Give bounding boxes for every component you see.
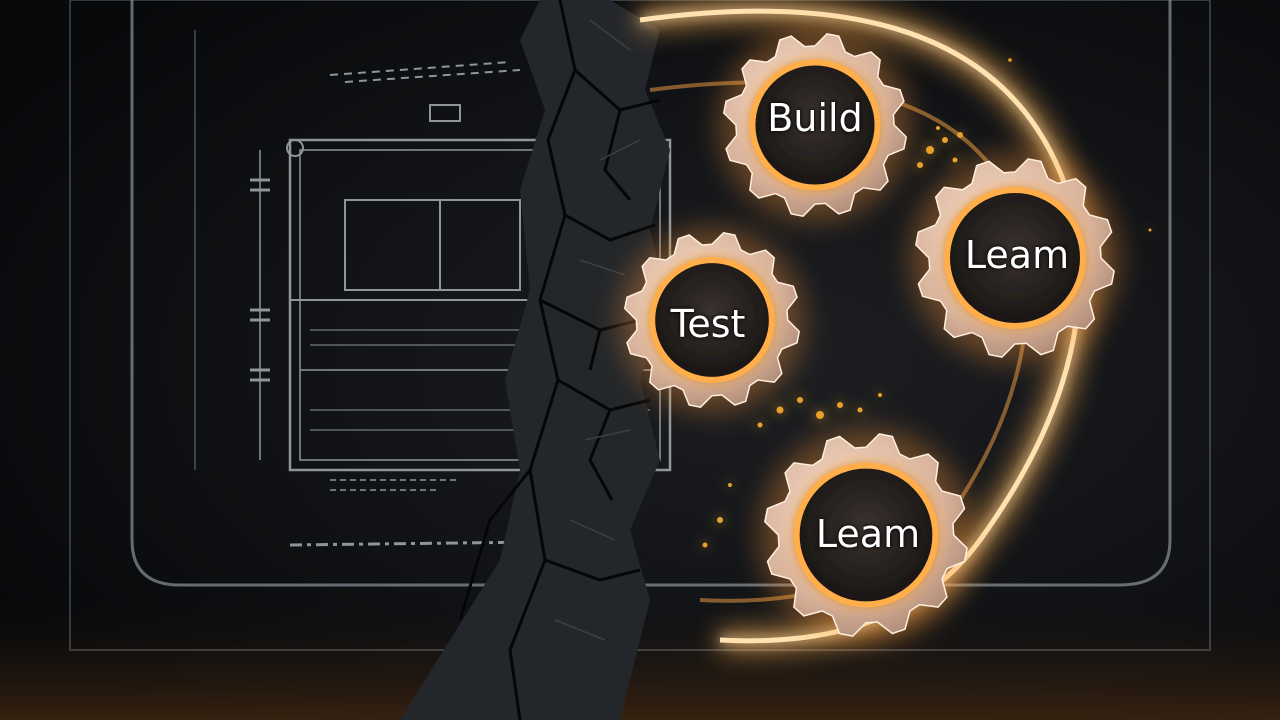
gear-learn-right: [910, 153, 1120, 363]
embers: [702, 58, 1152, 548]
gears: [619, 28, 1120, 643]
gear-test: [619, 227, 805, 413]
gear-build: [718, 28, 912, 222]
cracked-wall: [400, 0, 670, 720]
gear-learn-bottom: [758, 427, 974, 643]
